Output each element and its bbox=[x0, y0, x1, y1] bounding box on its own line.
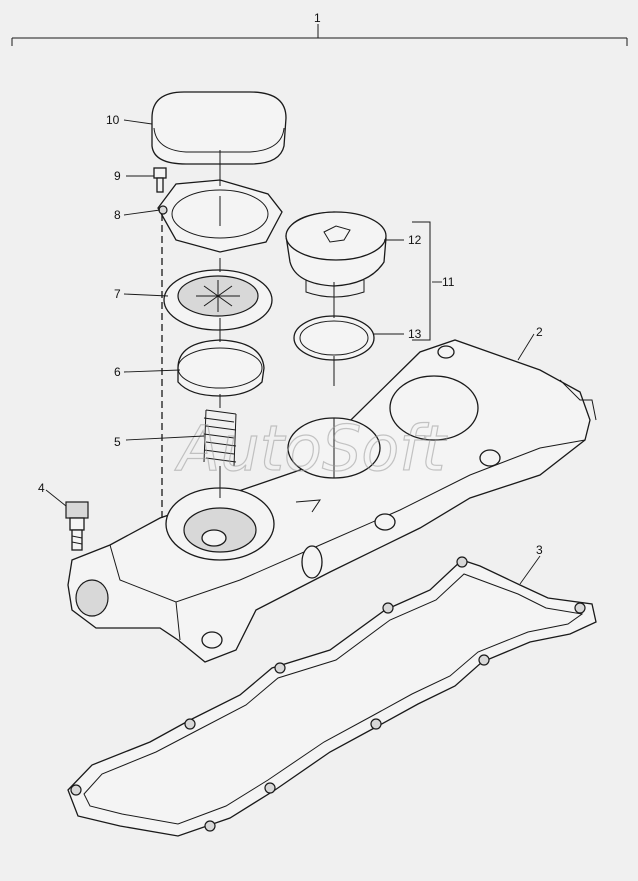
callout-7: 7 bbox=[114, 287, 121, 301]
callout-labels: 1 2 3 4 5 6 7 8 9 10 11 12 13 bbox=[38, 11, 543, 557]
callout-leaders bbox=[45, 119, 541, 585]
watermark: AutoSoft bbox=[174, 412, 448, 485]
callout-6: 6 bbox=[114, 365, 121, 379]
valve-disc bbox=[177, 339, 265, 397]
bolt bbox=[153, 167, 167, 193]
oil-cap-seal-ring bbox=[293, 315, 375, 361]
cover-plate bbox=[151, 91, 287, 165]
callout-11: 11 bbox=[442, 275, 455, 289]
assembly-centerlines bbox=[161, 150, 335, 520]
valve-cover bbox=[67, 339, 597, 663]
valve-cover-gasket bbox=[67, 556, 597, 837]
screw-with-washer bbox=[65, 501, 89, 551]
callout-12: 12 bbox=[408, 233, 422, 247]
assembly-bracket bbox=[11, 24, 628, 46]
callout-4: 4 bbox=[38, 481, 45, 495]
callout-8: 8 bbox=[114, 208, 121, 222]
callout-13: 13 bbox=[408, 327, 422, 341]
callout-3: 3 bbox=[536, 543, 543, 557]
callout-1: 1 bbox=[314, 11, 321, 25]
oil-filler-cap bbox=[285, 211, 387, 298]
callout-9: 9 bbox=[114, 169, 121, 183]
spring bbox=[203, 409, 237, 467]
callout-5: 5 bbox=[114, 435, 121, 449]
callout-2: 2 bbox=[536, 325, 543, 339]
callout-10: 10 bbox=[106, 113, 120, 127]
cap-assembly-bracket bbox=[412, 221, 431, 341]
diaphragm bbox=[163, 269, 273, 331]
